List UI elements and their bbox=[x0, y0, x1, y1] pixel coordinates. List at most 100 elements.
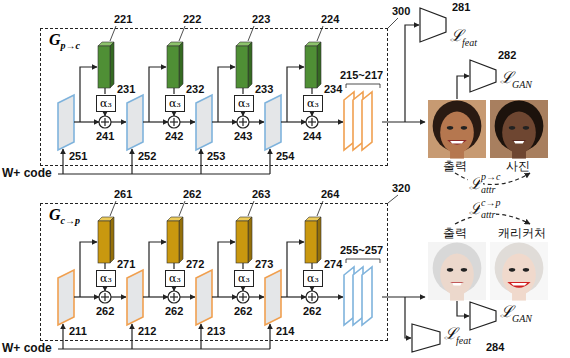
scale-box: α₃ bbox=[96, 95, 116, 112]
callout-number: 284 bbox=[486, 342, 504, 353]
branch-arrow bbox=[287, 242, 304, 297]
generator-title: Gp→c bbox=[49, 32, 80, 48]
scale-wire bbox=[104, 88, 105, 94]
code-arrow bbox=[62, 149, 63, 174]
layer-block-side bbox=[110, 217, 114, 263]
plus-sign bbox=[104, 118, 105, 126]
callout-number: 261 bbox=[114, 189, 132, 200]
discriminator bbox=[470, 302, 496, 330]
sum-arrow bbox=[249, 121, 264, 122]
sum-node bbox=[237, 116, 249, 128]
scale-wire bbox=[311, 263, 312, 269]
gan-arrow bbox=[457, 76, 469, 99]
code-arrow bbox=[200, 324, 201, 349]
scale-wire bbox=[173, 263, 174, 269]
callout-number: 223 bbox=[252, 14, 270, 25]
callout-number: 221 bbox=[114, 14, 132, 25]
sum-node bbox=[306, 116, 318, 128]
scale-box: α₃ bbox=[96, 270, 116, 287]
sum-node bbox=[306, 291, 318, 303]
generator-name: p→c bbox=[61, 40, 80, 51]
sum-arrow bbox=[318, 121, 343, 122]
layer-block-side bbox=[179, 42, 183, 88]
code-line bbox=[58, 173, 270, 174]
image-caption: 출력 bbox=[443, 227, 467, 239]
layer-block-side bbox=[248, 217, 252, 263]
code-arrow bbox=[131, 149, 132, 174]
skip-arrow bbox=[74, 121, 99, 122]
layer-block-side bbox=[317, 217, 321, 263]
bracket bbox=[346, 259, 380, 263]
layer-block bbox=[236, 46, 248, 88]
branch-arrow bbox=[287, 67, 304, 122]
generator-box: Gp→c α₃ α₃ α₃ α₃ bbox=[40, 28, 388, 166]
loss-subscript: p→c bbox=[480, 172, 501, 182]
callout-number: 232 bbox=[186, 84, 204, 95]
plus-sign bbox=[242, 118, 243, 126]
generator-name: G bbox=[49, 206, 61, 223]
generator-name: G bbox=[49, 31, 61, 48]
scale-box: α₃ bbox=[303, 95, 323, 112]
callout-number: 282 bbox=[498, 50, 516, 61]
code-arrow bbox=[269, 149, 270, 174]
callout-number: 231 bbox=[117, 84, 135, 95]
layer-block bbox=[167, 46, 179, 88]
callout-number: 263 bbox=[252, 189, 270, 200]
scale-wire bbox=[311, 88, 312, 94]
branch-arrow bbox=[218, 242, 235, 297]
scale-factor: α₃ bbox=[169, 273, 181, 284]
code-arrow bbox=[269, 324, 270, 349]
code-arrow bbox=[62, 324, 63, 349]
scale-factor: α₃ bbox=[100, 273, 112, 284]
feature-block bbox=[58, 95, 74, 150]
loss-symbol: ℒ bbox=[450, 28, 463, 44]
scale-factor: α₃ bbox=[238, 98, 250, 109]
loss-symbol: ℒ bbox=[444, 326, 457, 342]
scale-box: α₃ bbox=[234, 270, 254, 287]
generator-title: Gc→p bbox=[49, 207, 80, 223]
scale-box: α₃ bbox=[303, 270, 323, 287]
callout-number: 254 bbox=[276, 151, 294, 162]
scale-box: α₃ bbox=[234, 95, 254, 112]
feature-arrow bbox=[405, 25, 419, 122]
plus-sign bbox=[311, 118, 312, 126]
scale-wire bbox=[242, 263, 243, 269]
layer-block bbox=[236, 221, 248, 263]
branch-arrow bbox=[149, 67, 166, 122]
input-label: W+ code bbox=[2, 342, 52, 354]
branch-arrow bbox=[149, 242, 166, 297]
skip-arrow bbox=[143, 296, 168, 297]
skip-arrow bbox=[74, 296, 99, 297]
code-line bbox=[58, 348, 270, 349]
callout-number: 211 bbox=[69, 326, 87, 337]
scale-box: α₃ bbox=[165, 270, 185, 287]
sum-node bbox=[99, 291, 111, 303]
image-caption: 출력 bbox=[443, 160, 467, 172]
leader-line bbox=[388, 195, 398, 203]
sum-arrow bbox=[318, 296, 343, 297]
attr-loss-arc bbox=[455, 173, 530, 185]
sum-node bbox=[99, 116, 111, 128]
leader-line bbox=[388, 18, 398, 28]
loss-subscript: GAN bbox=[512, 314, 532, 324]
output-block bbox=[362, 267, 372, 325]
plus-sign bbox=[104, 293, 105, 301]
loss-subscript: attr bbox=[480, 210, 496, 220]
callout-number: 222 bbox=[183, 14, 201, 25]
scale-factor: α₃ bbox=[169, 98, 181, 109]
discriminator bbox=[470, 60, 496, 92]
sum-node bbox=[168, 291, 180, 303]
callout-number: 262 bbox=[303, 306, 321, 317]
loss-symbol: ℒ bbox=[500, 304, 513, 320]
callout-number: 255~257 bbox=[340, 245, 383, 256]
callout-number: 300 bbox=[392, 6, 410, 17]
plus-sign bbox=[173, 118, 174, 126]
layer-block bbox=[98, 221, 110, 263]
sum-node bbox=[237, 291, 249, 303]
callout-number: 252 bbox=[138, 151, 156, 162]
callout-number: 213 bbox=[207, 326, 225, 337]
feature-extractor bbox=[412, 324, 440, 352]
layer-block bbox=[305, 46, 317, 88]
callout-number: 244 bbox=[303, 131, 321, 142]
